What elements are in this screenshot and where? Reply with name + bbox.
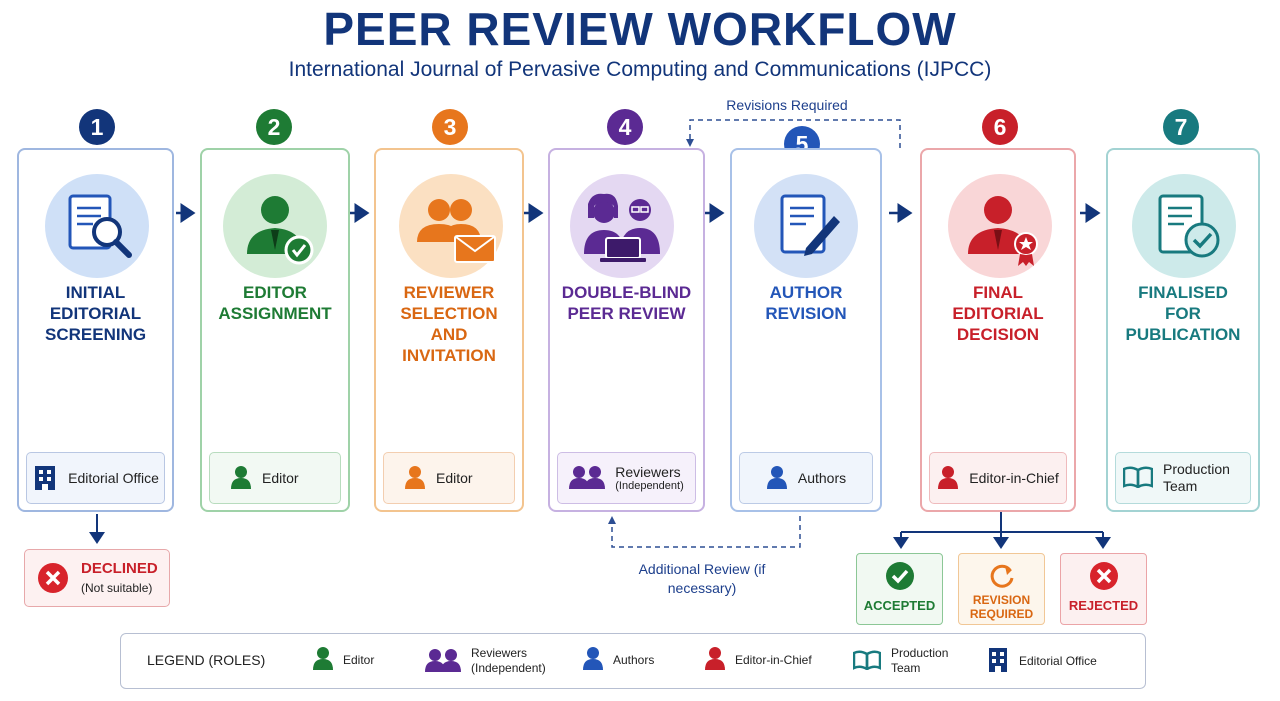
step-title: FINALISED FOR PUBLICATION	[1125, 283, 1241, 344]
legend: LEGEND (ROLES) Editor Reviewers (Indepen…	[120, 633, 1146, 689]
building-icon	[987, 646, 1009, 675]
outcome-label: REVISION REQUIRED	[969, 593, 1034, 621]
x-circle-icon	[37, 562, 69, 599]
reviewers-laptop-icon	[570, 174, 674, 278]
role-box-editor: Editor	[383, 452, 515, 504]
legend-item-production-team: Production Team	[852, 646, 961, 676]
legend-item-reviewers: Reviewers (Independent)	[425, 646, 551, 676]
role-label: Editor-in-Chief	[969, 470, 1059, 486]
person-icon	[313, 646, 333, 673]
document-pen-icon	[754, 174, 858, 278]
revisions-required-loop	[689, 119, 901, 148]
legend-item-editorial-office: Editorial Office	[987, 646, 1097, 675]
person-icon	[404, 465, 426, 492]
step-card-final-decision: FINAL EDITORIAL DECISION Editor-in-Chief	[920, 148, 1076, 512]
step-card-double-blind-review: DOUBLE-BLIND PEER REVIEW Reviewers (Inde…	[548, 148, 705, 512]
step-card-editor-assignment: EDITOR ASSIGNMENT Editor	[200, 148, 350, 512]
page-subtitle: International Journal of Pervasive Compu…	[288, 58, 992, 81]
refresh-icon	[987, 561, 1017, 596]
two-people-icon	[425, 648, 461, 675]
step-title: EDITOR ASSIGNMENT	[218, 283, 332, 323]
role-label: Editorial Office	[68, 470, 159, 486]
role-box-editor: Editor	[209, 452, 341, 504]
role-label: Editor	[262, 470, 299, 486]
document-check-icon	[1132, 174, 1236, 278]
person-icon	[937, 465, 959, 492]
step-number-3: 3	[432, 109, 468, 145]
step-number-2: 2	[256, 109, 292, 145]
step-card-author-revision: AUTHOR REVISION Authors	[730, 148, 882, 512]
building-icon	[32, 463, 58, 494]
role-box-authors: Authors	[739, 452, 873, 504]
outcome-accepted: ACCEPTED	[856, 553, 943, 625]
role-label: Authors	[797, 470, 847, 486]
role-label: Editor	[436, 470, 473, 486]
step-card-publication: FINALISED FOR PUBLICATION Production Tea…	[1106, 148, 1260, 512]
person-icon	[705, 646, 725, 673]
legend-item-authors: Authors	[583, 646, 654, 673]
step-title: FINAL EDITORIAL DECISION	[952, 283, 1044, 344]
step-title: REVIEWER SELECTION AND INVITATION	[400, 283, 498, 365]
step-title: AUTHOR REVISION	[765, 283, 847, 323]
revisions-required-label: Revisions Required	[726, 97, 848, 113]
x-circle-icon	[1089, 561, 1119, 596]
step-number-6: 6	[982, 109, 1018, 145]
role-sub-label: (Independent)	[615, 480, 684, 492]
document-magnifier-icon	[45, 174, 149, 278]
declined-box: DECLINED (Not suitable)	[24, 549, 170, 607]
role-box-editor-in-chief: Editor-in-Chief	[929, 452, 1067, 504]
role-label: Reviewers (Independent)	[615, 464, 684, 492]
page-title: PEER REVIEW WORKFLOW	[323, 3, 957, 55]
legend-item-editor: Editor	[313, 646, 374, 673]
legend-title: LEGEND (ROLES)	[147, 652, 266, 668]
editor-check-icon	[223, 174, 327, 278]
outcome-revision-required: REVISION REQUIRED	[958, 553, 1045, 625]
step-card-reviewer-selection: REVIEWER SELECTION AND INVITATION Editor	[374, 148, 524, 512]
person-icon	[766, 465, 788, 492]
step-number-7: 7	[1163, 109, 1199, 145]
check-circle-icon	[885, 561, 915, 596]
legend-item-editor-in-chief: Editor-in-Chief	[705, 646, 812, 673]
open-book-icon	[1122, 465, 1154, 491]
role-box-production-team: Production Team	[1115, 452, 1251, 504]
chief-ribbon-icon	[948, 174, 1052, 278]
people-envelope-icon	[399, 174, 503, 278]
outcome-label: REJECTED	[1068, 598, 1139, 613]
step-title: DOUBLE-BLIND PEER REVIEW	[561, 283, 692, 323]
role-label: Production Team	[1163, 461, 1230, 494]
declined-label: DECLINED	[81, 560, 158, 577]
additional-review-loop	[611, 516, 801, 548]
additional-review-label: Additional Review (if necessary)	[638, 561, 766, 596]
outcome-rejected: REJECTED	[1060, 553, 1147, 625]
person-icon	[583, 646, 603, 673]
two-people-icon	[569, 465, 606, 492]
step-number-4: 4	[607, 109, 643, 145]
step-number-1: 1	[79, 109, 115, 145]
declined-sub-label: (Not suitable)	[81, 581, 153, 595]
person-icon	[230, 465, 252, 492]
role-box-editorial-office: Editorial Office	[26, 452, 165, 504]
step-card-initial-screening: INITIAL EDITORIAL SCREENING Editorial Of…	[17, 148, 174, 512]
open-book-icon	[852, 649, 882, 673]
step-title: INITIAL EDITORIAL SCREENING	[45, 283, 147, 344]
role-box-reviewers: Reviewers (Independent)	[557, 452, 696, 504]
outcome-label: ACCEPTED	[863, 598, 936, 613]
